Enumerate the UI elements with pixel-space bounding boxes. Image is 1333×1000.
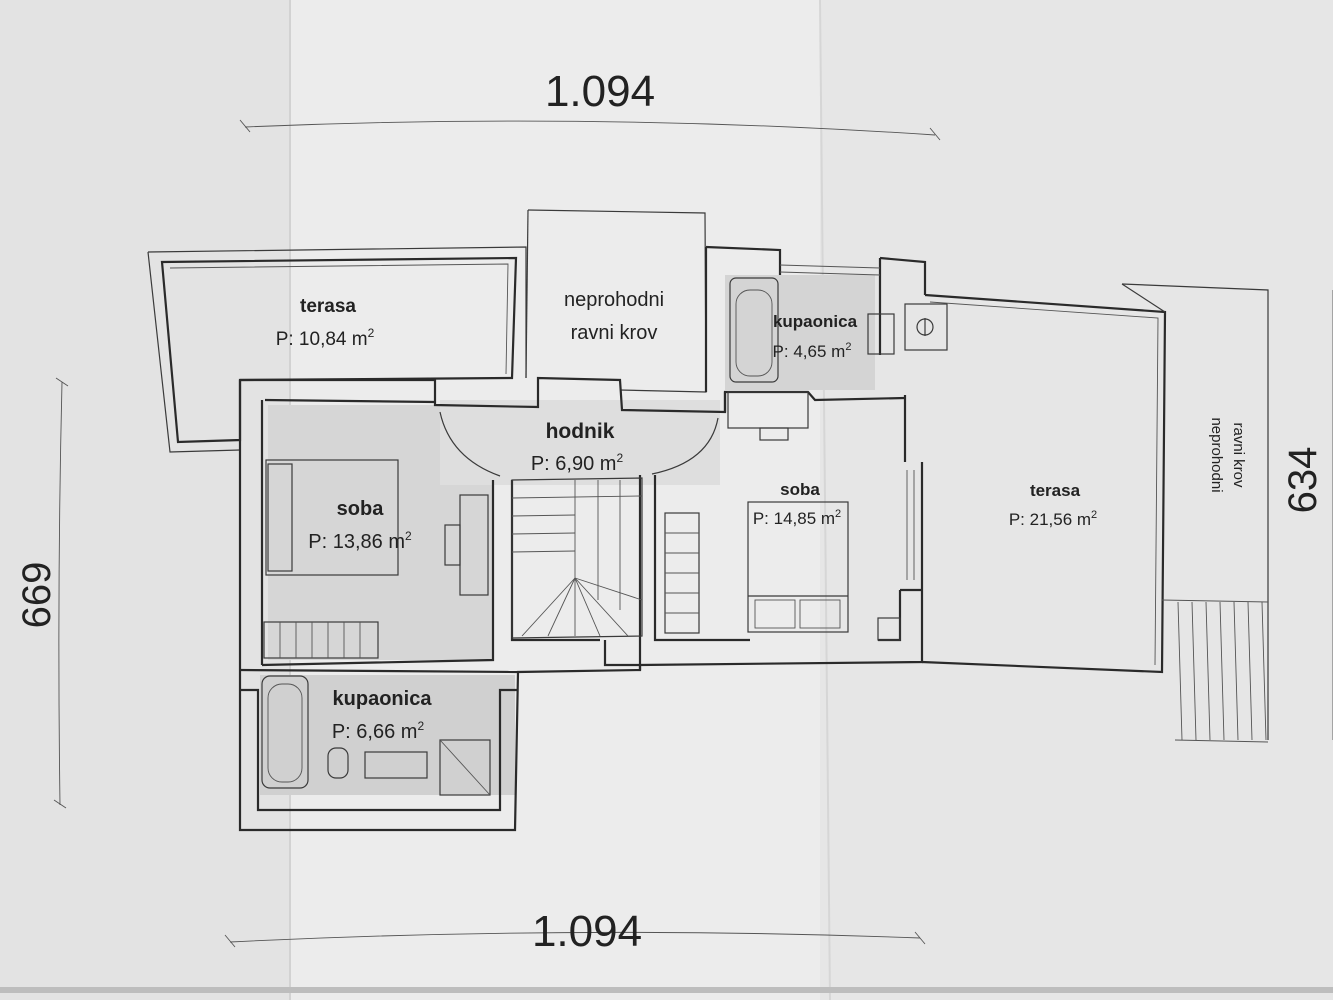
dimension-top: 1.094 [239, 67, 941, 141]
room-area: P: 4,65 m [773, 342, 846, 361]
bath-top-fixtures [729, 264, 948, 383]
label-bath-top: kupaonica P: 4,65 m2 [773, 312, 858, 361]
dimension-right: 634 [1281, 290, 1333, 740]
room-name: terasa [1030, 481, 1081, 500]
room-name: terasa [300, 296, 356, 317]
room-area-sup: 2 [405, 529, 412, 543]
staircase [511, 477, 643, 639]
dim-right-label: 634 [1281, 447, 1325, 514]
svg-text:P: 14,85 m2: P: 14,85 m2 [753, 508, 841, 528]
room-area-sup: 2 [1091, 509, 1097, 521]
fold-line [819, 0, 831, 1000]
room-name: soba [780, 480, 820, 499]
room-area: P: 6,90 m [531, 453, 617, 475]
hodnik-doors [439, 411, 719, 477]
room-area: P: 21,56 m [1009, 510, 1091, 529]
dimension-left: 669 [15, 377, 69, 809]
bath-bottom-fixtures [261, 675, 491, 796]
roof-line-2: ravni krov [1230, 422, 1247, 488]
soba-right-furniture [664, 391, 915, 641]
room-area-sup: 2 [368, 326, 375, 340]
roof-line-1: neprohodni [1208, 417, 1225, 492]
label-roof-right: neprohodni ravni krov [1208, 417, 1247, 492]
soba-left-furniture [263, 459, 489, 659]
svg-text:P: 21,56 m2: P: 21,56 m2 [1009, 509, 1097, 529]
label-soba-left: soba P: 13,86 m2 [308, 498, 412, 553]
svg-text:P: 13,86 m2: P: 13,86 m2 [308, 529, 412, 553]
dim-top-label: 1.094 [545, 67, 655, 116]
label-hodnik: hodnik P: 6,90 m2 [531, 420, 624, 475]
dimension-bottom: 1.094 [224, 907, 926, 956]
outer-walls [238, 245, 927, 832]
terasa-right-area [921, 283, 1269, 743]
label-terasa-left: terasa P: 10,84 m2 [276, 296, 375, 350]
room-area: P: 13,86 m [308, 531, 405, 553]
roof-line-1: neprohodni [564, 289, 664, 311]
room-name: hodnik [546, 420, 615, 443]
room-area-sup: 2 [835, 508, 841, 520]
label-soba-right: soba P: 14,85 m2 [753, 480, 841, 528]
room-name: kupaonica [333, 688, 433, 710]
room-area-sup: 2 [845, 341, 851, 353]
bath-top-shade [725, 275, 875, 390]
svg-text:P: 6,66 m2: P: 6,66 m2 [332, 719, 425, 743]
room-area-sup: 2 [616, 451, 623, 465]
room-name: soba [337, 498, 385, 520]
room-area-sup: 2 [417, 719, 424, 733]
paper-fold-left [0, 0, 290, 1000]
svg-text:P: 4,65 m2: P: 4,65 m2 [773, 341, 852, 361]
dim-bottom-label: 1.094 [532, 907, 642, 956]
label-roof-middle: neprohodni ravni krov [564, 289, 664, 344]
bath-bottom-shade [260, 675, 515, 795]
label-terasa-right: terasa P: 21,56 m2 [1009, 481, 1097, 529]
paper-fold-right [820, 0, 1333, 1000]
room-area: P: 14,85 m [753, 509, 835, 528]
svg-text:P: 6,90 m2: P: 6,90 m2 [531, 451, 624, 475]
room-area: P: 6,66 m [332, 721, 418, 743]
roof-line-2: ravni krov [571, 322, 658, 344]
room-name: kupaonica [773, 312, 858, 331]
svg-text:P: 10,84 m2: P: 10,84 m2 [276, 326, 375, 350]
room-area: P: 10,84 m [276, 329, 368, 350]
dim-left-label: 669 [15, 562, 59, 629]
label-bath-bottom: kupaonica P: 6,66 m2 [332, 688, 432, 743]
